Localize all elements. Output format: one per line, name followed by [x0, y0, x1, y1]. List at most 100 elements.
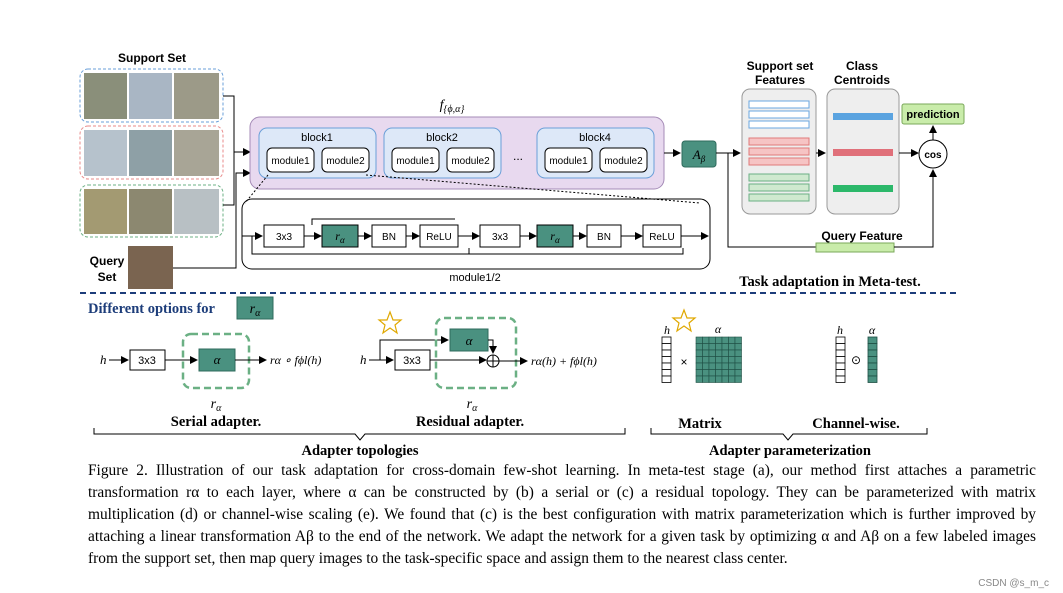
pipeline-op-label: BN — [382, 232, 396, 243]
support-image — [174, 73, 219, 119]
block-label: block2 — [426, 132, 458, 144]
serial-h: h — [100, 352, 107, 367]
prediction-box — [901, 103, 965, 125]
residual-h: h — [360, 352, 367, 367]
options-label: Different options for — [88, 301, 216, 317]
centroid-bar-green — [833, 185, 893, 192]
residual-output: rα(h) + fϕl(h) — [531, 354, 597, 368]
a-beta-box — [681, 140, 717, 168]
pipeline-op-label: 3x3 — [276, 232, 293, 243]
module-box — [321, 147, 370, 173]
support-image — [174, 130, 219, 176]
ellipsis: ... — [513, 149, 523, 163]
support-class2-frame — [79, 125, 224, 180]
module-box — [266, 147, 315, 173]
residual-alpha: α — [466, 333, 474, 348]
feature-bar — [748, 173, 810, 182]
serial-alpha: α — [214, 352, 222, 367]
support-image — [129, 189, 172, 234]
residual-adapter: h 3x3 α rα(h) + fϕl(h) rα Residual adapt… — [360, 310, 597, 430]
module-label: module2 — [604, 156, 643, 167]
support-set-label: Support Set — [118, 51, 186, 65]
matrix-times: × — [680, 355, 687, 369]
module-label: module2 — [451, 156, 490, 167]
parameterization-brace — [650, 428, 928, 441]
adapter-topologies-label: Adapter topologies — [302, 443, 419, 459]
serial-conv: 3x3 — [138, 355, 156, 367]
star-icon — [671, 308, 697, 333]
matrix-param: h × α Matrix — [661, 308, 742, 432]
centroid-bar-blue — [833, 113, 893, 120]
matrix-h: h — [664, 323, 670, 337]
pipeline-r-alpha-label: rα — [550, 229, 560, 245]
pipeline-r-alpha-label: rα — [335, 229, 345, 245]
module-label: module1 — [396, 156, 435, 167]
module-pipeline: 3x3 rα BN ReLU 3x3 rα BN ReLU — [242, 218, 709, 255]
support-image — [129, 73, 172, 119]
matrix-h-vector — [661, 336, 672, 383]
residual-title: Residual adapter. — [416, 414, 524, 430]
block-label: block1 — [301, 132, 333, 144]
support-image — [129, 130, 172, 176]
feature-bar — [748, 157, 810, 166]
feature-bar — [748, 110, 810, 119]
channelwise-alpha: α — [869, 323, 876, 337]
module-box — [544, 147, 593, 173]
feature-bar — [748, 137, 810, 146]
support-bracket — [223, 95, 235, 206]
prediction-label: prediction — [906, 109, 959, 121]
block-label: block4 — [579, 132, 611, 144]
task-adaptation-label: Task adaptation in Meta-test. — [739, 274, 921, 290]
query-image — [128, 246, 173, 289]
matrix-title: Matrix — [678, 416, 722, 432]
serial-r-label: rα — [211, 397, 222, 414]
matrix-alpha: α — [715, 322, 722, 336]
channelwise-param: h ⊙ α Channel-wise. — [812, 323, 899, 432]
pipeline-op-label: ReLU — [426, 232, 452, 243]
query-feature-bar — [815, 242, 895, 253]
channelwise-h: h — [837, 323, 843, 337]
module-box — [446, 147, 495, 173]
pipeline-op-label: ReLU — [649, 232, 675, 243]
cos-label: cos — [924, 150, 942, 161]
topologies-brace — [93, 428, 626, 441]
pipeline-op-label: BN — [597, 232, 611, 243]
r-alpha-chip — [236, 296, 274, 320]
query-feature-label: Query Feature — [821, 229, 903, 243]
support-image — [174, 189, 219, 234]
matrix-alpha-grid — [695, 336, 742, 383]
module-label: module1 — [549, 156, 588, 167]
residual-conv: 3x3 — [403, 355, 421, 367]
support-class3-frame — [79, 184, 224, 238]
channelwise-h-vector — [835, 336, 846, 383]
figure-caption: Figure 2. Illustration of our task adapt… — [88, 462, 1036, 567]
channelwise-odot: ⊙ — [851, 353, 861, 367]
module-box — [391, 147, 440, 173]
module-box — [599, 147, 648, 173]
serial-r-frame — [181, 332, 251, 390]
module-label: module1 — [271, 156, 310, 167]
support-image — [84, 73, 127, 119]
backbone-label: f{ϕ,α} — [440, 98, 465, 115]
support-image — [84, 130, 127, 176]
feature-bar — [748, 183, 810, 192]
pipeline-op-label: 3x3 — [492, 232, 509, 243]
feature-bar — [748, 193, 810, 202]
r-alpha-chip-label: rα — [250, 302, 261, 319]
module-caption: module1/2 — [449, 272, 500, 284]
feature-bar — [748, 120, 810, 129]
channelwise-alpha-vector — [867, 336, 878, 383]
blocks-group: block1 module1 module2 block2 module1 module2… — [258, 127, 655, 179]
serial-title: Serial adapter. — [171, 414, 262, 430]
support-set-group — [79, 68, 224, 238]
star-icon — [377, 310, 403, 335]
support-image — [84, 189, 127, 234]
residual-r-frame — [434, 316, 518, 390]
adapter-parameterization-label: Adapter parameterization — [709, 443, 871, 459]
residual-r-label: rα — [467, 397, 478, 414]
feature-bars — [748, 100, 810, 202]
